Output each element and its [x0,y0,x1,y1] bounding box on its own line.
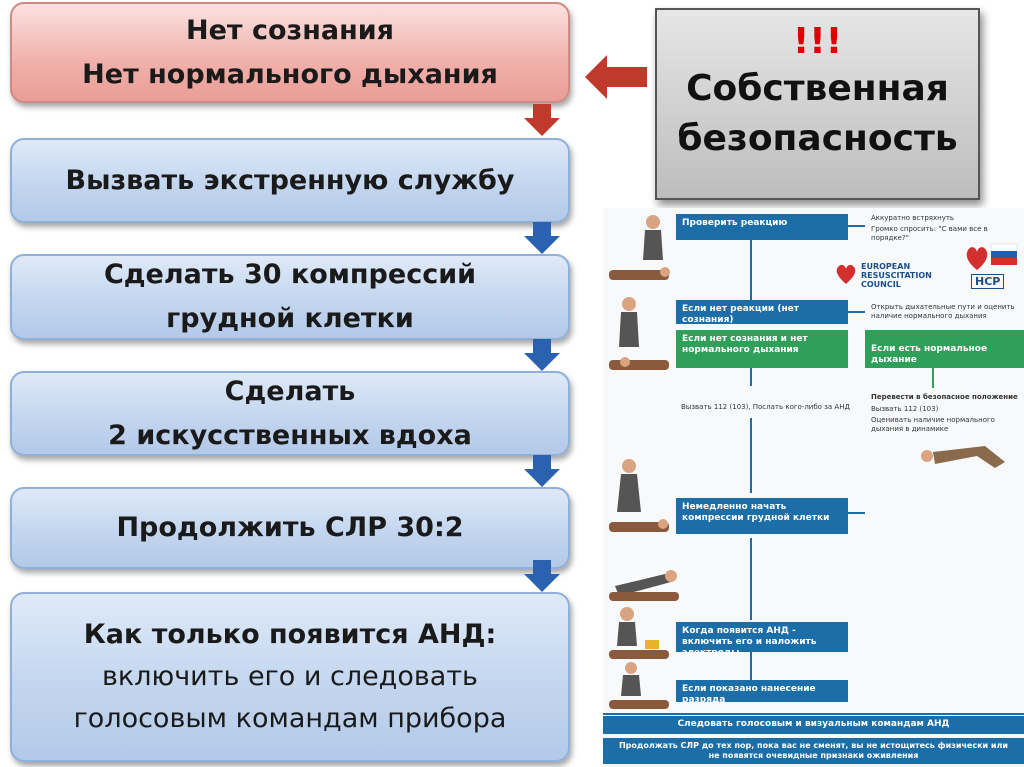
step-continue-cpr: Продолжить СЛР 30:2 [10,487,570,569]
safety-title: безопасность [677,118,958,159]
step-breaths: Сделать 2 искусственных вдоха [10,371,570,456]
flow-note: Оценивать наличие нормального дыхания в … [871,416,995,433]
arrow-down-icon [524,339,560,371]
safety-title: Собственная [686,68,949,109]
flow-note: Аккуратно встряхнуть [871,214,955,222]
arrow-down-icon [524,455,560,487]
ncr-logo: НСР [963,238,1021,300]
flow-note: Перевести в безопасное положение [871,393,1018,401]
arrow-left-icon [585,55,647,99]
flag-icon [966,243,1018,270]
flow-box-follow: Следовать голосовым и визуальным команда… [603,716,1024,734]
flow-box-no-breath: Если нет сознания и нет нормального дыха… [676,330,848,368]
flow-box-continue: Продолжать СЛР до тех пор, пока вас не с… [603,738,1024,764]
flow-box-start-cpr: Немедленно начать компрессии грудной кле… [676,498,848,534]
rescuer-compressions-illustration [609,459,669,532]
flow-note: Вызвать 112 (103) [871,405,939,413]
flow-box-no-reaction: Если нет реакции (нет сознания) [676,300,848,325]
step-line: Сделать [224,375,356,407]
ncr-logo-text: НСР [971,274,1005,289]
step-aed: Как только появится АНД: включить его и … [10,592,570,762]
flow-note: Громко спросить: "С вами все в порядке?" [871,225,988,242]
step-line: 2 искусственных вдоха [108,419,472,451]
algorithm-flowchart: Проверить реакцию Аккуратно встряхнуть Г… [603,208,1024,767]
flow-note: Вызвать 112 (103), Послать кого-либо за … [681,403,850,411]
step-line: Нет сознания [186,14,394,46]
rescuer-airway-illustration [609,297,669,370]
heart-icon [836,264,856,284]
step-call-emergency: Вызвать экстренную службу [10,138,570,223]
rescuer-check-illustration [609,215,670,280]
rescuer-breath-illustration [609,570,679,601]
step-line: Сделать 30 компрессий [103,259,477,290]
step-line: Как только появится АНД: [83,619,497,650]
step-line: включить его и следовать [102,661,478,692]
step-line: голосовым командам прибора [73,703,507,734]
flow-note: Открыть дыхательные пути и оценить налич… [871,303,1015,320]
arrow-down-icon [524,560,560,592]
step-line: Продолжить СЛР 30:2 [116,512,464,543]
step-line: грудной клетки [166,303,414,334]
flow-box-normal-breath: Если есть нормальное дыхание [865,330,1024,368]
erc-logo-text: RESUSCITATION [861,271,932,280]
recovery-position-illustration [921,446,1005,468]
step-line: Вызвать экстренную службу [65,164,515,196]
flow-box-check: Проверить реакцию [676,214,848,240]
erc-logo-text: EUROPEAN [861,262,911,271]
rescuer-aed-illustration [609,607,669,659]
step-no-consciousness: Нет сознания Нет нормального дыхания [10,2,570,103]
arrow-down-icon [524,104,560,136]
erc-logo: EUROPEAN RESUSCITATION COUNCIL [835,258,932,298]
flow-box-shock: Если показано нанесение разряда [676,680,848,705]
flow-connectors [603,225,1024,715]
rescuer-shock-illustration [609,662,669,709]
step-compressions: Сделать 30 компрессий грудной клетки [10,254,570,340]
step-line: Нет нормального дыхания [82,58,498,90]
flow-box-aed: Когда появится АНД - включить его и нало… [676,622,848,658]
erc-logo-text: COUNCIL [861,280,901,289]
arrow-down-icon [524,222,560,254]
safety-box: !!! Собственная безопасность [655,8,980,200]
alert-mark: !!! [792,21,843,62]
